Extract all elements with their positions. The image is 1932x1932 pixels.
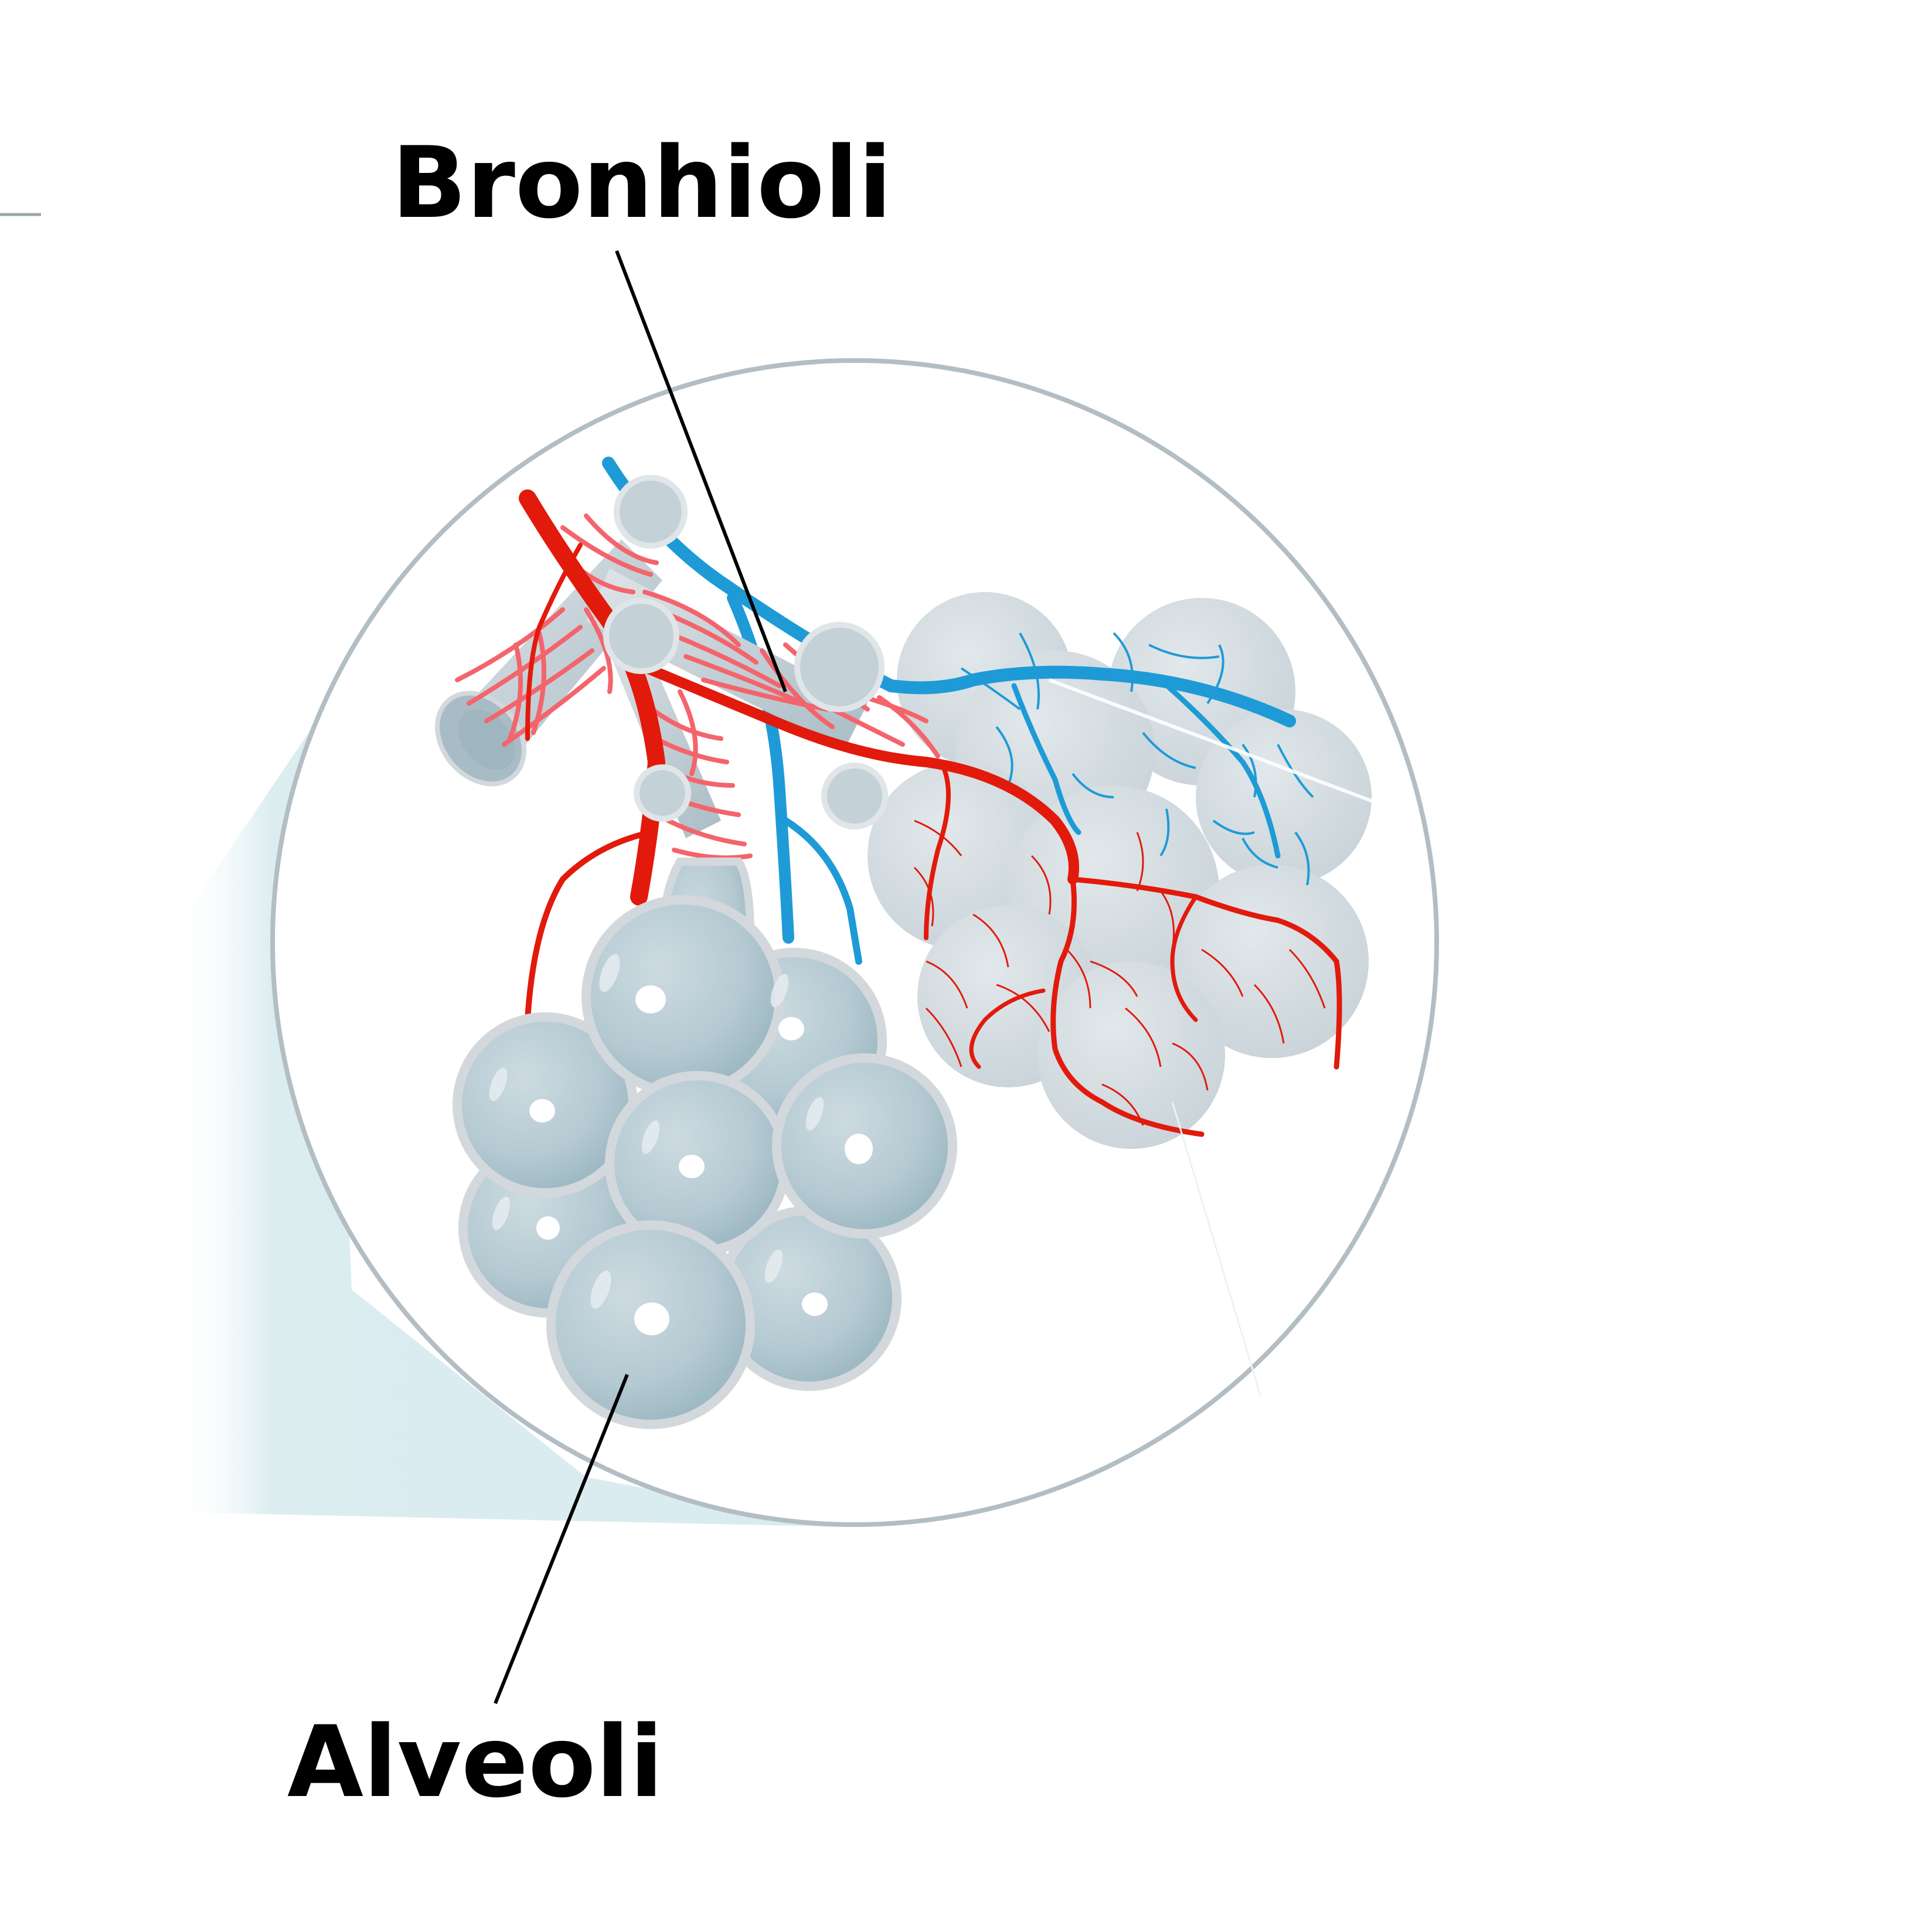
bronhioli-leader-line: [615, 250, 787, 693]
alveoli-leader-line: [494, 1373, 629, 1705]
bronhioli-label: Bronhioli: [392, 125, 892, 240]
left-alveolar-cluster: [453, 858, 957, 1429]
vein: [602, 457, 1296, 727]
vein-branch-thin: [782, 817, 862, 965]
artery: [519, 489, 666, 906]
alveoli-label: Alveoli: [287, 1705, 664, 1819]
zoom-cone: [170, 703, 850, 1527]
artery-left-branch: [525, 829, 654, 1023]
alveolus: [581, 895, 784, 1098]
bronchiole-junctions: [603, 475, 888, 829]
artery-branch: [628, 657, 1079, 885]
